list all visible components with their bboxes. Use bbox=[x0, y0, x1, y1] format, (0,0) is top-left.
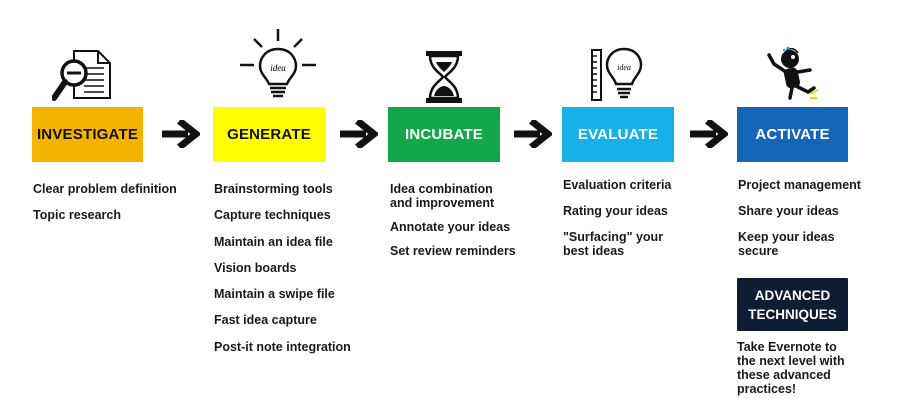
advanced-description: Take Evernote to the next level with the… bbox=[737, 340, 845, 396]
svg-text:idea: idea bbox=[617, 63, 631, 72]
list-item: Maintain a swipe file bbox=[214, 287, 335, 302]
stage-label-generate: GENERATE bbox=[227, 126, 311, 143]
hourglass-icon bbox=[426, 51, 462, 103]
list-item: Post-it note integration bbox=[214, 339, 351, 354]
magnifier-document-icon bbox=[52, 50, 111, 101]
advanced-line1: ADVANCED bbox=[754, 287, 831, 303]
stage-generate: GENERATE bbox=[213, 107, 325, 162]
list-item: "Surfacing" your best ideas bbox=[563, 230, 664, 258]
ruler-lightbulb-icon: idea bbox=[591, 47, 643, 101]
stage-incubate: INCUBATE bbox=[388, 107, 500, 162]
arrow-right-icon bbox=[514, 120, 552, 148]
arrow-right-icon bbox=[162, 120, 200, 148]
list-item: Keep your ideas secure bbox=[738, 230, 835, 258]
list-item: Maintain an idea file bbox=[214, 234, 333, 249]
list-item: Topic research bbox=[33, 208, 122, 222]
list-item: Rating your ideas bbox=[563, 204, 668, 218]
arrow-right-icon bbox=[690, 120, 728, 148]
list-item: Clear problem definition bbox=[33, 182, 177, 196]
stage-activate: ACTIVATE bbox=[737, 107, 848, 162]
list-item: Set review reminders bbox=[390, 244, 516, 258]
list-item: Capture techniques bbox=[214, 208, 331, 223]
advanced-techniques-box: ADVANCED TECHNIQUES bbox=[737, 278, 848, 331]
advanced-line2: TECHNIQUES bbox=[748, 306, 837, 322]
stage-evaluate: EVALUATE bbox=[562, 107, 674, 162]
list-item: Vision boards bbox=[214, 260, 297, 275]
stage-label-incubate: INCUBATE bbox=[405, 126, 483, 143]
svg-text:idea: idea bbox=[270, 63, 286, 73]
list-item: Project management bbox=[738, 178, 861, 192]
list-item: Share your ideas bbox=[738, 204, 839, 218]
stage-label-activate: ACTIVATE bbox=[755, 126, 830, 143]
running-figure-icon bbox=[767, 46, 819, 100]
arrow-right-icon bbox=[340, 120, 378, 148]
list-item: Annotate your ideas bbox=[390, 220, 511, 234]
list-item: Evaluation criteria bbox=[563, 178, 672, 192]
stage-label-evaluate: EVALUATE bbox=[577, 126, 659, 143]
stage-label-investigate: INVESTIGATE bbox=[36, 126, 139, 143]
stage-investigate: INVESTIGATE bbox=[32, 107, 143, 162]
list-item: Idea combination and improvement bbox=[390, 182, 495, 210]
list-item: Brainstorming tools bbox=[214, 182, 333, 196]
list-item: Fast idea capture bbox=[214, 313, 317, 328]
idea-lightbulb-icon: idea bbox=[240, 29, 316, 98]
